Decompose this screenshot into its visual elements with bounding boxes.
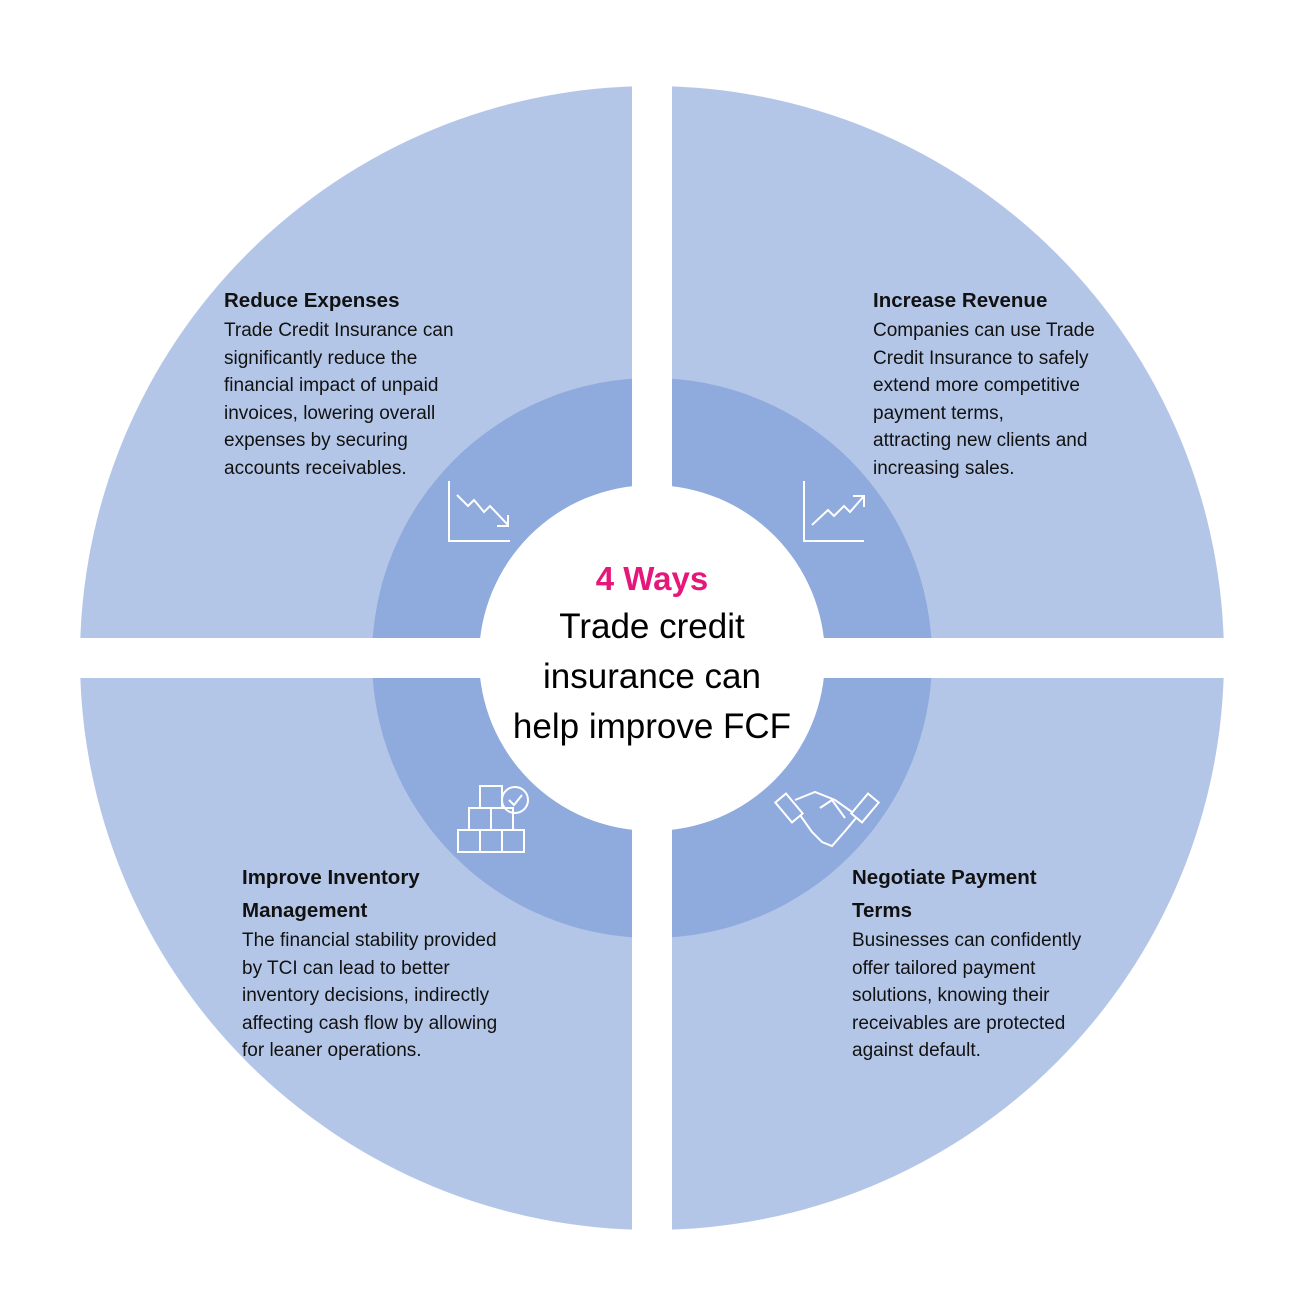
quadrant-title: Negotiate Payment	[852, 866, 1037, 889]
body-line: extend more competitive	[873, 375, 1080, 397]
body-line: affecting cash flow by allowing	[242, 1012, 498, 1034]
quadrant-title: Terms	[852, 899, 913, 922]
body-line: invoices, lowering overall	[224, 402, 436, 424]
body-line: offer tailored payment	[852, 957, 1036, 979]
body-line: attracting new clients and	[873, 430, 1088, 452]
body-line: expenses by securing	[224, 430, 408, 452]
quadrant-reduce-expenses: Reduce Expenses Trade Credit Insurance c…	[224, 284, 454, 483]
center-line: insurance can	[543, 657, 761, 696]
center-title: 4 Ways Trade credit insurance can help i…	[479, 556, 825, 752]
quadrant-title: Increase Revenue	[873, 289, 1048, 312]
body-line: significantly reduce the	[224, 347, 418, 369]
handshake-icon	[773, 790, 881, 848]
center-line: Trade credit	[559, 607, 745, 646]
quadrant-improve-inventory: Improve Inventory Management The financi…	[242, 861, 497, 1065]
body-line: for leaner operations.	[242, 1040, 422, 1062]
body-line: solutions, knowing their	[852, 985, 1050, 1007]
body-line: receivables are protected	[852, 1012, 1066, 1034]
body-line: inventory decisions, indirectly	[242, 985, 490, 1007]
body-line: payment terms,	[873, 402, 1004, 424]
quadrant-increase-revenue: Increase Revenue Companies can use Trade…	[873, 284, 1095, 483]
body-line: accounts receivables.	[224, 457, 407, 479]
chart-down-icon	[448, 481, 510, 542]
quadrant-title: Reduce Expenses	[224, 289, 400, 312]
center-line: help improve FCF	[512, 707, 792, 746]
chart-up-icon	[803, 481, 865, 542]
body-line: Companies can use Trade	[873, 320, 1095, 341]
body-line: Businesses can confidently	[852, 930, 1082, 951]
body-line: The financial stability provided	[242, 930, 497, 951]
body-line: financial impact of unpaid	[224, 375, 439, 397]
quadrant-title: Improve Inventory	[242, 866, 420, 889]
center-headline: 4 Ways	[595, 560, 709, 597]
center-circle	[479, 485, 825, 831]
body-line: by TCI can lead to better	[242, 957, 450, 979]
body-line: against default.	[852, 1040, 981, 1062]
quadrant-negotiate-terms: Negotiate Payment Terms Businesses can c…	[852, 861, 1081, 1065]
boxes-check-icon	[457, 785, 529, 853]
body-line: Trade Credit Insurance can	[224, 320, 454, 341]
quadrant-title: Management	[242, 899, 368, 922]
body-line: increasing sales.	[873, 457, 1015, 479]
body-line: Credit Insurance to safely	[873, 347, 1089, 369]
